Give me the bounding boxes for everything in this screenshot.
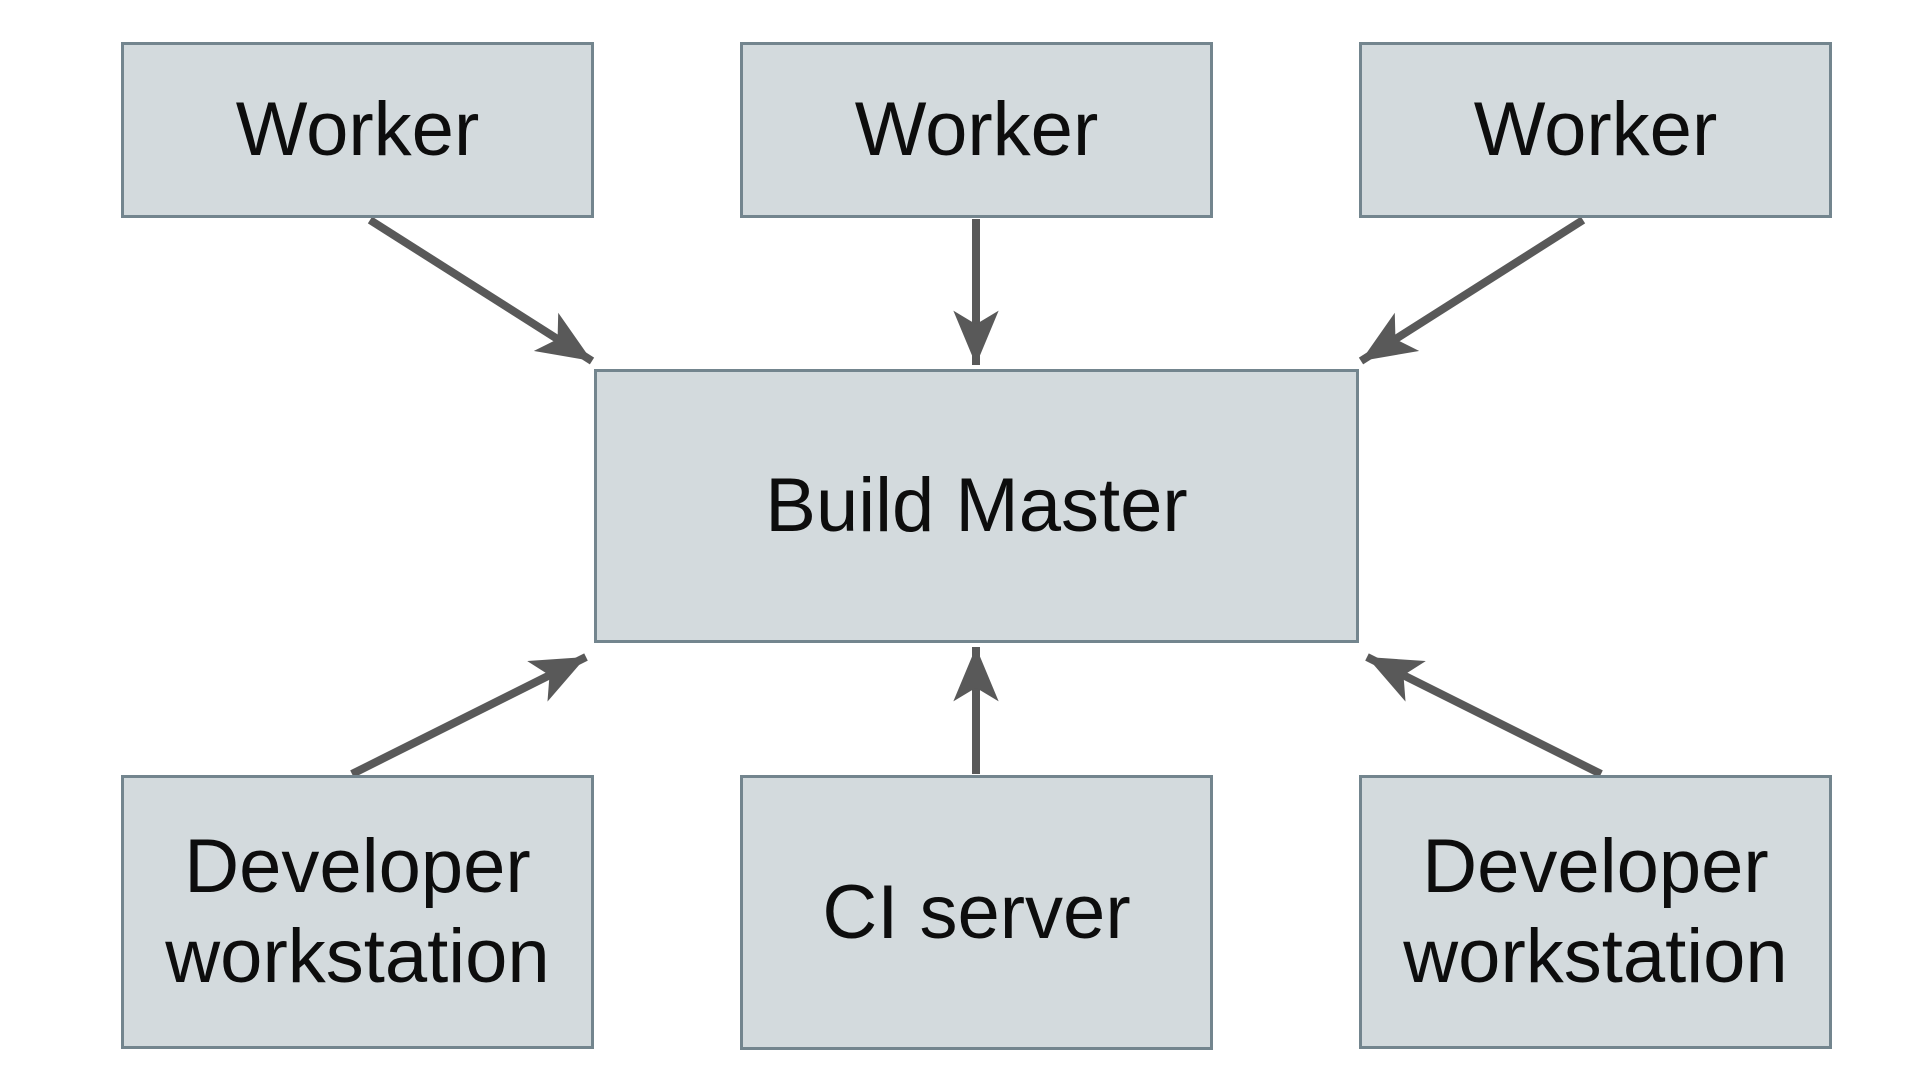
node-developer-workstation-1-label: Developer workstation bbox=[165, 824, 550, 999]
node-worker-1: Worker bbox=[121, 42, 594, 218]
edge-worker-3-to-build-master bbox=[1358, 216, 1586, 365]
node-worker-1-label: Worker bbox=[235, 87, 480, 173]
node-worker-2-label: Worker bbox=[854, 87, 1099, 173]
node-worker-3-label: Worker bbox=[1473, 87, 1718, 173]
node-worker-2: Worker bbox=[740, 42, 1213, 218]
node-build-master-label: Build Master bbox=[765, 463, 1188, 549]
edge-dev-workstation-2-to-build-master bbox=[1365, 653, 1603, 778]
node-developer-workstation-2-label: Developer workstation bbox=[1403, 824, 1788, 999]
node-build-master: Build Master bbox=[594, 369, 1359, 643]
node-ci-server: CI server bbox=[740, 775, 1213, 1050]
edge-worker-1-to-build-master bbox=[367, 216, 595, 365]
node-ci-server-label: CI server bbox=[822, 869, 1131, 955]
node-worker-3: Worker bbox=[1359, 42, 1832, 218]
node-developer-workstation-1: Developer workstation bbox=[121, 775, 594, 1049]
edge-dev-workstation-1-to-build-master bbox=[350, 653, 588, 778]
node-developer-workstation-2: Developer workstation bbox=[1359, 775, 1832, 1049]
